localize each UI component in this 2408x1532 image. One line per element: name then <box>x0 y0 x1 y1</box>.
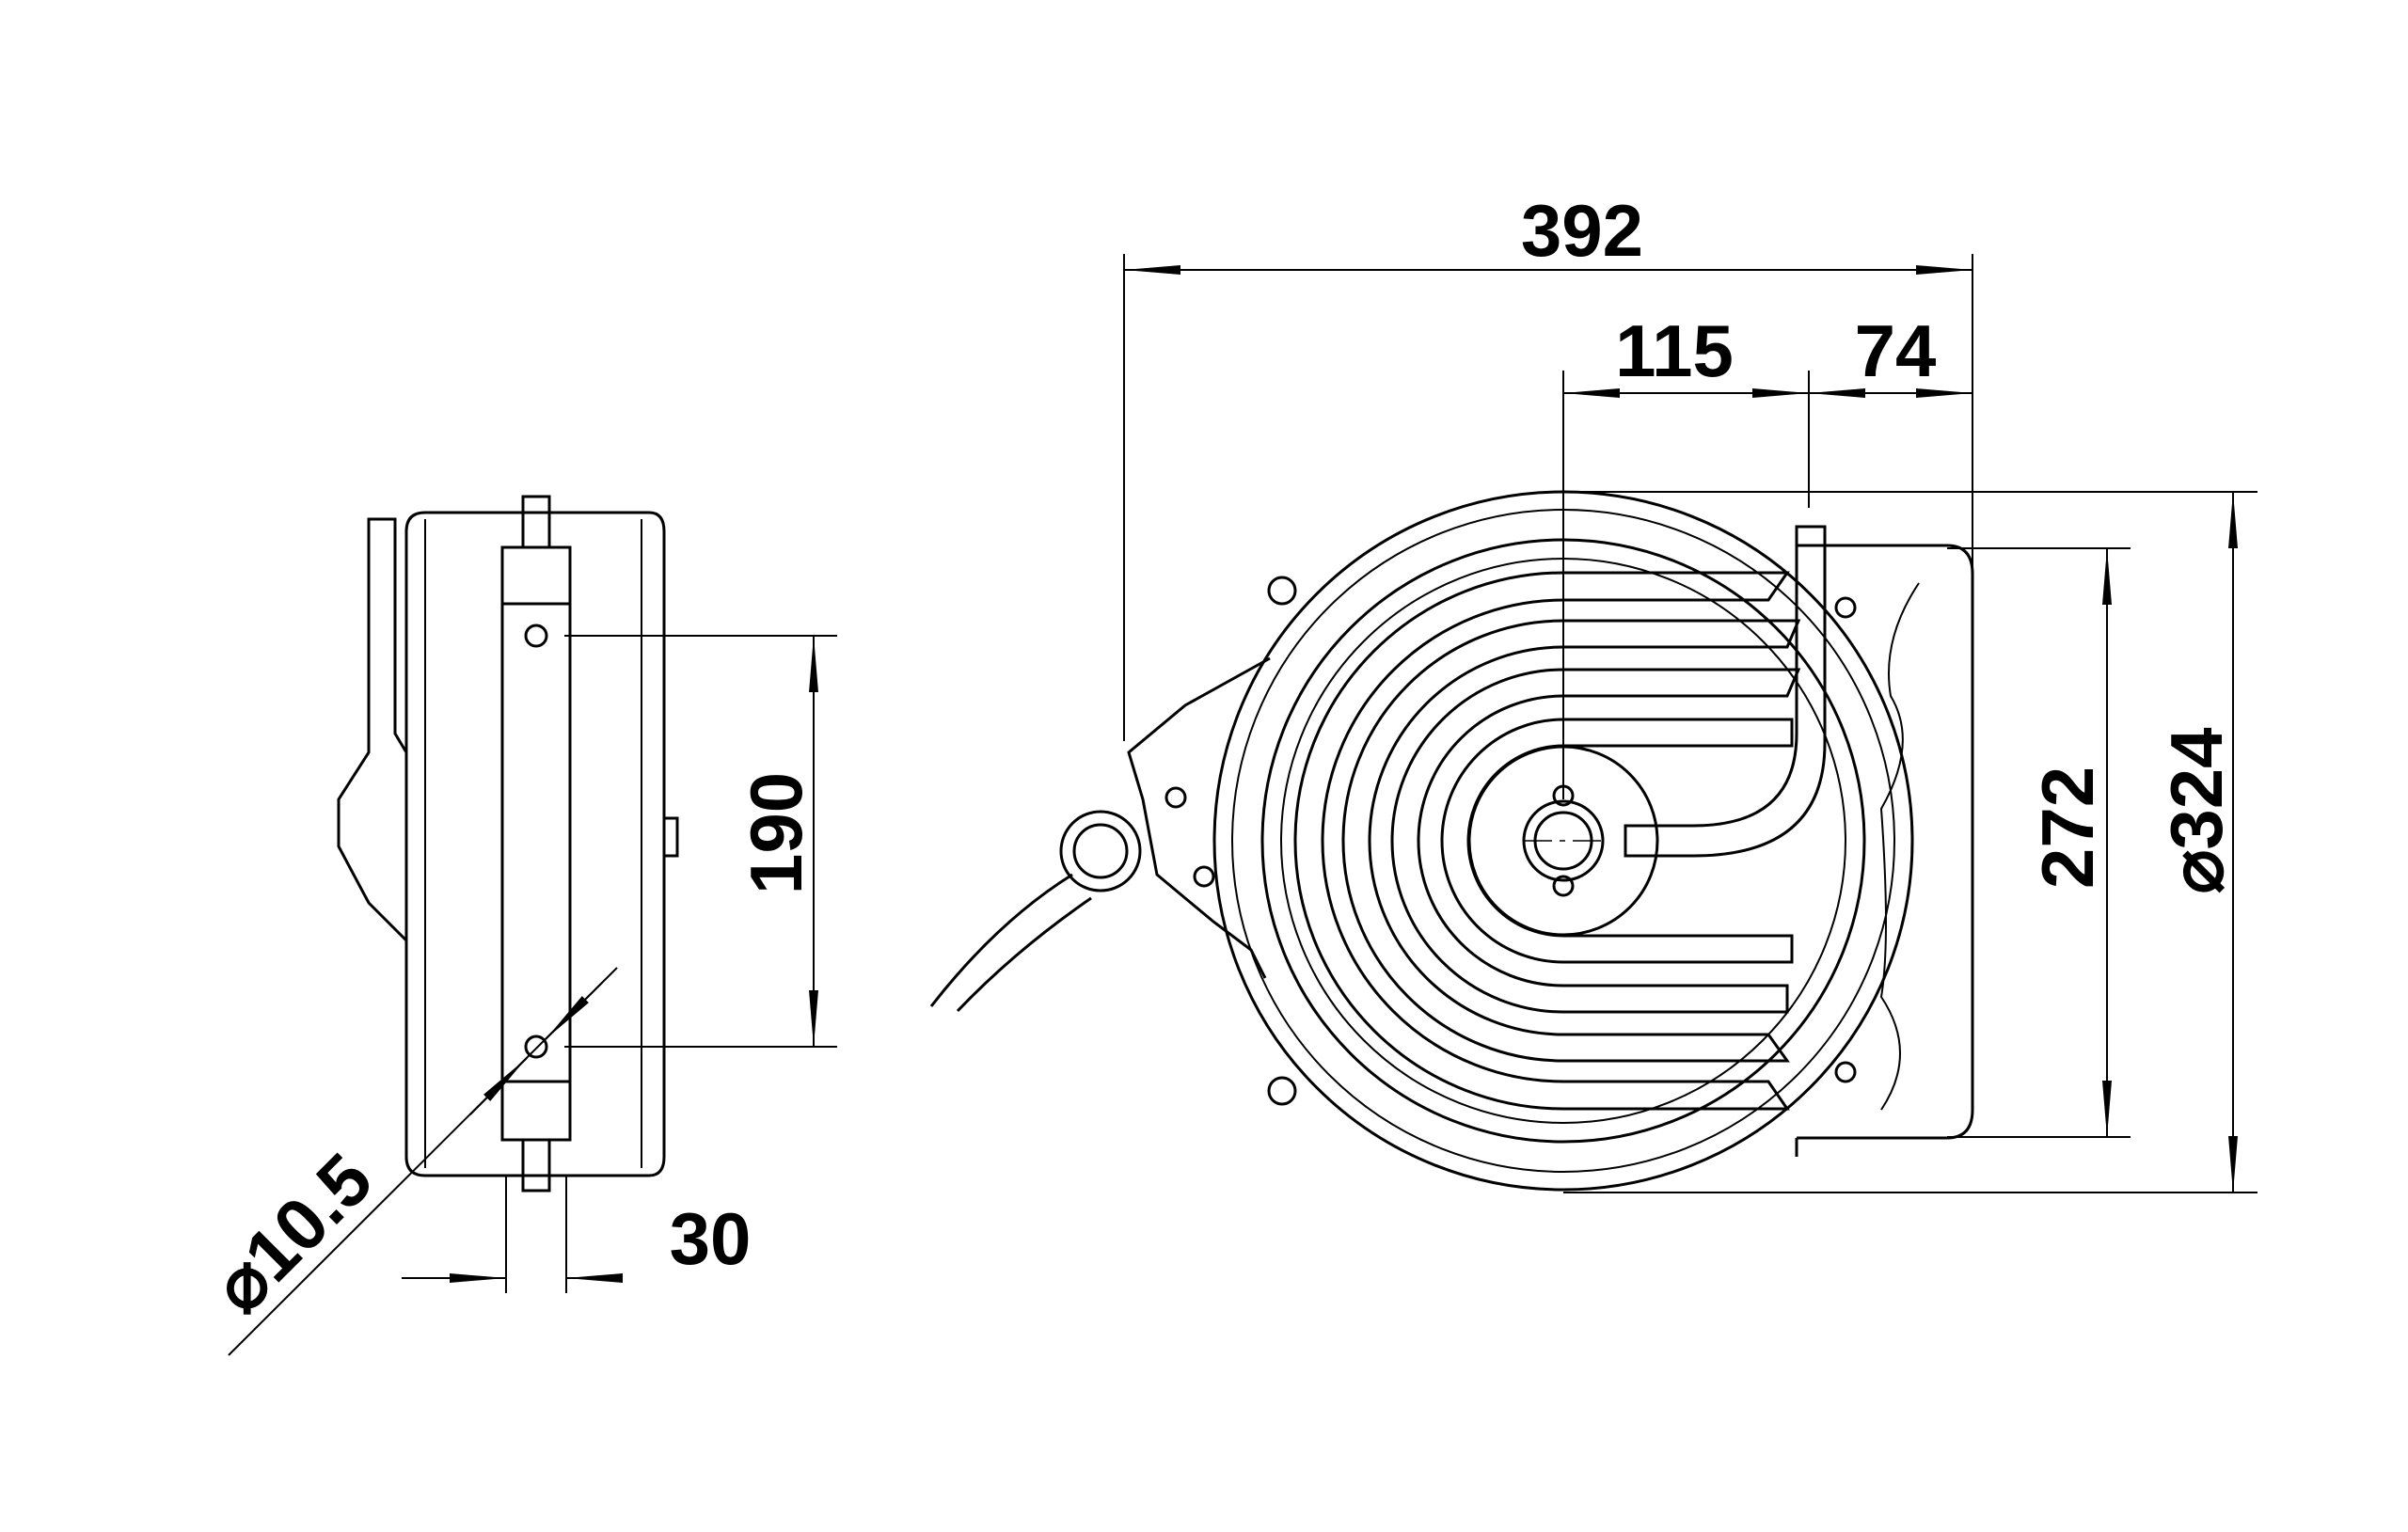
side-dimensions <box>228 635 837 1356</box>
dim-hub-to-bracket: 115 <box>1615 309 1734 392</box>
dim-mount-hole-spacing: 190 <box>735 772 817 894</box>
dim-reel-diameter: ⌀324 <box>2155 727 2238 893</box>
dim-overall-width: 392 <box>1521 189 1643 272</box>
dim-bracket-offset: 74 <box>1855 309 1937 392</box>
dim-bracket-width: 30 <box>670 1197 752 1280</box>
dim-bracket-height: 272 <box>2026 766 2109 889</box>
dim-hole-diameter: ⌀10.5 <box>198 1138 388 1329</box>
side-view <box>337 495 679 1192</box>
front-view <box>929 490 1974 1192</box>
front-dimensions <box>1123 254 2258 1193</box>
